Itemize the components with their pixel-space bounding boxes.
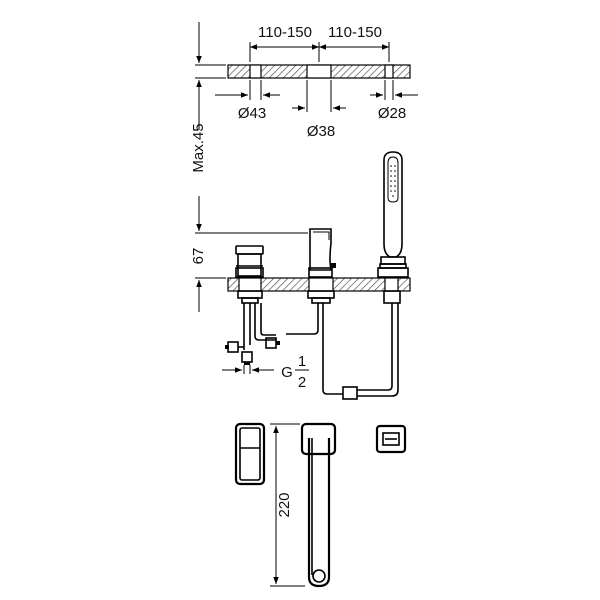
spout-length-dimension: 220: [270, 423, 305, 587]
spout-elevation: [286, 228, 401, 400]
thread-dimension: G 1 2: [222, 353, 309, 391]
shower-nozzles: [390, 165, 396, 197]
spacing-right-label: 110-150: [328, 24, 382, 41]
max-thickness-dimension: Max.45: [190, 22, 226, 173]
mixer-handle-plan: [234, 422, 266, 486]
spout-plan: [300, 422, 337, 588]
mixer-handle-elevation: [225, 245, 280, 365]
hole-left-label: Ø43: [238, 105, 266, 122]
diverter-plan: [375, 424, 407, 454]
thread-letter-label: G: [281, 364, 293, 381]
thread-numerator-label: 1: [298, 353, 306, 370]
max-thickness-label: Max.45: [190, 123, 207, 172]
hand-shower-elevation: [377, 151, 409, 278]
spout-outlet-circle: [312, 569, 326, 583]
hole-dimensions: Ø43 Ø38 Ø28: [215, 80, 418, 140]
spacing-dimensions: 110-150 110-150: [249, 24, 390, 62]
thread-denominator-label: 2: [298, 374, 306, 391]
height-label: 67: [190, 248, 207, 265]
spacing-left-label: 110-150: [258, 24, 312, 41]
deck-section-elevation: [227, 277, 411, 292]
hole-center-label: Ø38: [307, 123, 335, 140]
deck-plate-top-view: [227, 64, 411, 79]
height-dimension: 67: [190, 196, 308, 312]
hole-right-label: Ø28: [378, 105, 406, 122]
spout-length-label: 220: [276, 492, 293, 517]
